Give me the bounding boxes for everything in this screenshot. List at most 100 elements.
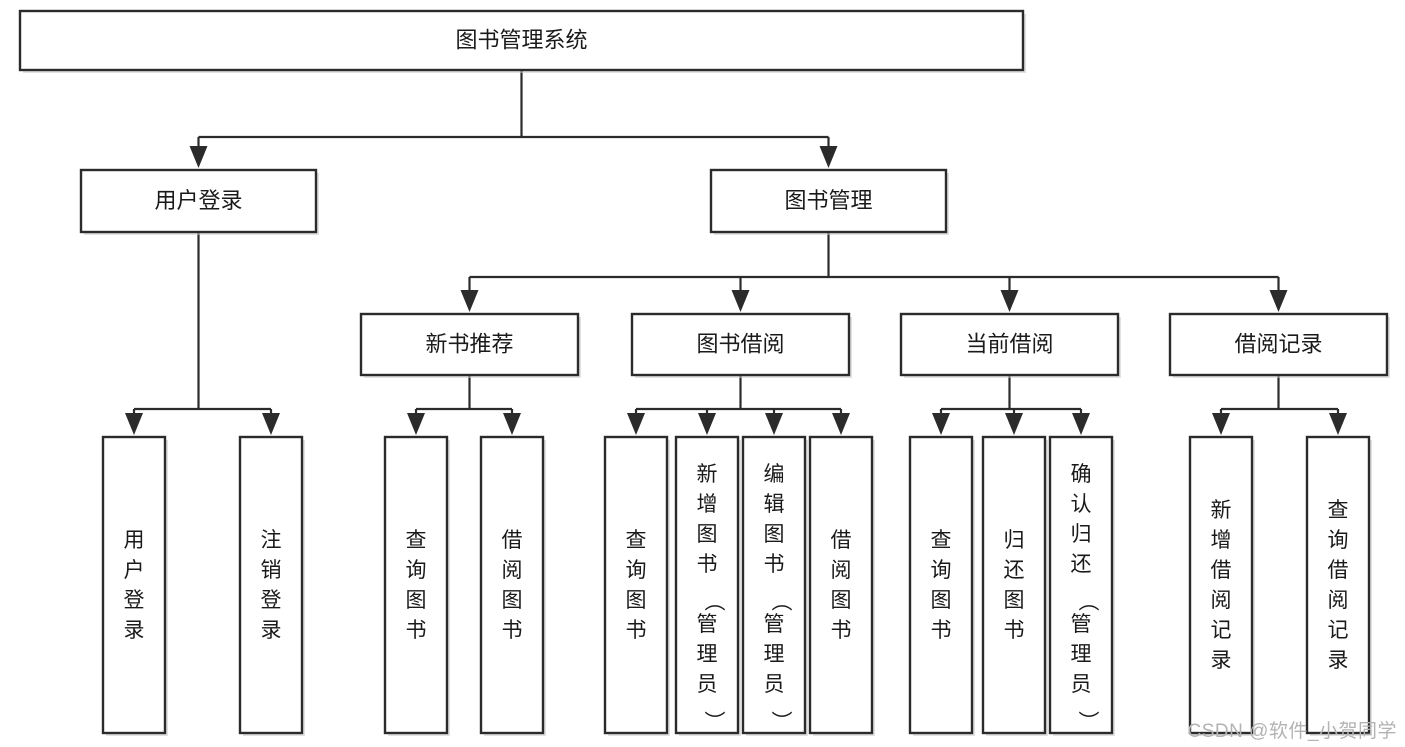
node-label-char: 书 [831,619,852,642]
node-label-char: （ [702,591,725,612]
arrow-down-icon [1072,413,1090,435]
node-label-char: 书 [406,619,427,642]
arrow-down-icon [1329,413,1347,435]
node-label: 图书管理系统 [455,27,587,52]
node-label-char: 查 [626,529,647,552]
node-label-char: 管 [697,613,718,636]
node-label: 用户登录 [154,188,242,213]
node-box[interactable] [1188,435,1254,735]
node-label-char: 书 [626,619,647,642]
node-label-char: 归 [1004,529,1025,552]
node-box[interactable] [908,435,974,735]
node-label-char: 确 [1071,463,1092,486]
node-box[interactable] [479,435,545,735]
node-label-char: 新 [697,463,718,486]
node-label-char: 认 [1071,493,1092,516]
node-box[interactable] [741,435,807,735]
node-box[interactable] [18,9,1025,72]
node-label-char: 借 [1211,559,1232,582]
node-l2-1[interactable]: 图书管理 [709,168,949,235]
arrow-down-icon [503,413,521,435]
node-box[interactable] [808,435,874,735]
node-label-char: 询 [931,559,952,582]
node-box[interactable] [383,435,449,735]
node-label-char: 销 [261,559,282,582]
arrow-down-icon [1005,413,1023,435]
node-label-char: 借 [1328,559,1349,582]
node-label-char: 图 [502,589,523,612]
connectors-layer [125,70,1347,435]
node-box[interactable] [981,435,1047,735]
node-l2-0[interactable]: 用户登录 [79,168,319,235]
node-label-char: 还 [1071,553,1092,576]
node-label-char: 新 [1211,499,1232,522]
node-root-0[interactable]: 图书管理系统 [18,9,1026,73]
arrow-down-icon [627,413,645,435]
csdn-watermark: CSDN @软件_小贺同学 [1187,721,1397,742]
node-label-char: 图 [1004,589,1025,612]
node-label-char: 增 [1211,529,1232,552]
node-label-char: 阅 [1328,589,1349,612]
node-label-char: 编 [764,463,785,486]
node-label-char: （ [769,591,792,612]
node-label-char: ） [702,711,725,732]
node-label-char: ） [769,711,792,732]
node-label-char: 借 [502,529,523,552]
node-box[interactable] [1168,312,1389,377]
nodes-layer: 图书管理系统用户登录图书管理新书推荐图书借阅当前借阅借阅记录用户登录注销登录查询… [18,9,1390,736]
node-label-char: 图 [406,589,427,612]
node-label-char: 阅 [831,559,852,582]
node-label-char: 管 [764,613,785,636]
node-label-char: 户 [124,559,145,582]
node-label-char: 借 [831,529,852,552]
arrow-down-icon [189,146,208,168]
node-label-char: 询 [406,559,427,582]
node-label-char: 书 [931,619,952,642]
node-label: 当前借阅 [965,331,1053,356]
arrow-down-icon [1269,290,1288,312]
node-label: 新书推荐 [425,331,513,356]
node-box[interactable] [709,168,948,234]
arrow-down-icon [262,413,280,435]
node-box[interactable] [674,435,740,735]
node-label: 图书管理 [784,188,872,213]
node-label-char: 图 [626,589,647,612]
node-label-char: 录 [1211,649,1232,672]
node-box[interactable] [630,312,851,377]
node-l3-3[interactable]: 借阅记录 [1168,312,1390,378]
node-box[interactable] [1305,435,1371,735]
node-label-char: 理 [697,643,718,666]
node-box[interactable] [79,168,318,234]
node-box[interactable] [359,312,580,377]
node-box[interactable] [238,435,304,735]
node-label-char: 查 [1328,499,1349,522]
arrow-down-icon [819,146,838,168]
node-label-char: 辑 [764,493,785,516]
node-box[interactable] [1048,435,1114,735]
node-label-char: 增 [697,493,718,516]
node-l3-0[interactable]: 新书推荐 [359,312,581,378]
arrow-down-icon [698,413,716,435]
node-label-char: 书 [1004,619,1025,642]
node-label-char: 录 [261,619,282,642]
node-l3-2[interactable]: 当前借阅 [899,312,1121,378]
node-box[interactable] [603,435,669,735]
node-label-char: 书 [502,619,523,642]
node-box[interactable] [101,435,167,735]
node-leaf-0[interactable]: 用户登录 [101,435,168,736]
node-label-char: 登 [261,589,282,612]
node-l3-1[interactable]: 图书借阅 [630,312,852,378]
node-box[interactable] [899,312,1120,377]
